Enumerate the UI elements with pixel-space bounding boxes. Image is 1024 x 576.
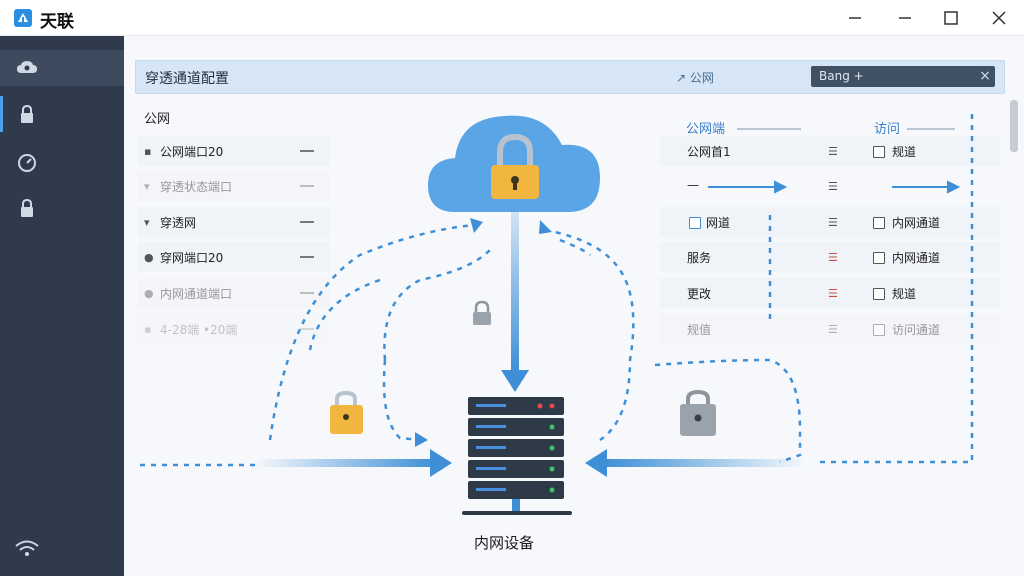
search-input-value: Bang +	[819, 69, 864, 83]
column-underline	[737, 128, 801, 130]
drag-handle-icon[interactable]: ☰	[828, 216, 838, 229]
row-col1: 网道	[706, 216, 731, 230]
table-row[interactable]: 网道 ☰ 内网通道	[660, 207, 1000, 237]
drag-handle-icon[interactable]: ☰	[828, 323, 838, 336]
sidebar-item-dashboard[interactable]	[0, 144, 124, 180]
list-item[interactable]: ▾ 穿透状态端口	[138, 171, 330, 201]
lock-icon	[21, 198, 33, 217]
row-label: 内网通道端口	[160, 287, 233, 301]
config-tag: ↗ 公网	[676, 71, 714, 85]
sidebar	[0, 36, 124, 576]
row-icon: ▾	[144, 216, 150, 229]
dashboard-icon	[18, 154, 36, 172]
wifi-icon[interactable]	[14, 538, 40, 558]
row-icon: ●	[144, 287, 154, 300]
clear-button[interactable]: ×	[979, 68, 991, 84]
row-icon: ●	[144, 251, 154, 264]
checkbox[interactable]	[873, 324, 885, 336]
dash-icon	[300, 221, 314, 223]
config-title: 穿透通道配置	[145, 71, 229, 87]
left-section-title: 公网	[144, 112, 171, 127]
lock-icon	[21, 104, 33, 123]
row-col1: 服务	[687, 251, 712, 265]
checkbox[interactable]	[873, 217, 885, 229]
row-label: 穿网端口20	[160, 251, 224, 265]
drag-handle-icon[interactable]: ☰	[828, 251, 838, 264]
row-col2: 规道	[892, 287, 917, 301]
row-label: 穿透状态端口	[160, 180, 233, 194]
table-row[interactable]: — ☰	[660, 171, 1000, 201]
column-header-access: 访问	[874, 122, 901, 137]
scrollbar-thumb[interactable]	[1010, 100, 1018, 152]
row-col1: —	[687, 178, 699, 192]
close-icon[interactable]	[989, 8, 1009, 28]
table-row[interactable]: 服务 ☰ 内网通道	[660, 242, 1000, 272]
checkbox[interactable]	[689, 217, 701, 229]
list-item[interactable]: ▪ 公网端口20	[138, 136, 330, 166]
config-header: 穿透通道配置 ↗ 公网 Bang + ×	[135, 60, 1005, 94]
maximize-icon[interactable]	[941, 8, 961, 28]
search-input[interactable]: Bang + ×	[811, 66, 995, 87]
row-col2: 内网通道	[892, 251, 941, 265]
row-label: 4-28端 •20端	[160, 323, 238, 337]
sidebar-item-lock[interactable]	[0, 96, 124, 132]
row-col2: 访问通道	[892, 323, 941, 337]
list-item[interactable]: ● 穿网端口20	[138, 242, 330, 272]
app-title: 天联	[40, 12, 74, 32]
list-item[interactable]: ▪ 4-28端 •20端	[138, 314, 330, 344]
row-label: 穿透网	[160, 216, 197, 230]
drag-handle-icon[interactable]: ☰	[828, 145, 838, 158]
table-row[interactable]: 规值 ☰ 访问通道	[660, 314, 1000, 344]
row-label: 公网端口20	[160, 145, 224, 159]
dash-icon	[300, 328, 314, 330]
dash-icon	[300, 292, 314, 294]
app-logo-icon	[14, 9, 32, 27]
checkbox[interactable]	[873, 252, 885, 264]
config-tag-label: 公网	[689, 71, 714, 85]
row-col1: 规值	[687, 323, 712, 337]
row-col2: 内网通道	[892, 216, 941, 230]
cloud-icon	[17, 61, 37, 73]
drag-handle-icon[interactable]: ☰	[828, 287, 838, 300]
active-indicator	[0, 96, 3, 132]
column-underline	[907, 128, 955, 130]
table-row[interactable]: 公网首1 ☰ 规道	[660, 136, 1000, 166]
minimize-icon[interactable]	[845, 8, 865, 28]
drag-handle-icon[interactable]: ☰	[828, 180, 838, 193]
row-icon: ▾	[144, 180, 150, 193]
dash-icon	[300, 150, 314, 152]
dash-icon	[300, 256, 314, 258]
checkbox[interactable]	[873, 146, 885, 158]
row-col1: 公网首1	[687, 145, 731, 159]
table-row[interactable]: 更改 ☰ 规道	[660, 278, 1000, 308]
row-icon: ▪	[144, 323, 152, 336]
device-label: 内网设备	[474, 534, 535, 552]
row-icon: ▪	[144, 145, 152, 158]
dash-icon	[300, 185, 314, 187]
sidebar-item-cloud[interactable]	[0, 50, 124, 86]
restore-icon[interactable]	[895, 8, 915, 28]
checkbox[interactable]	[873, 288, 885, 300]
title-bar: 天联	[0, 0, 1024, 36]
sidebar-item-lock-2[interactable]	[0, 190, 124, 226]
row-col1: 更改	[687, 287, 712, 301]
column-header-public: 公网端	[686, 122, 726, 137]
row-col2: 规道	[892, 145, 917, 159]
list-item[interactable]: ● 内网通道端口	[138, 278, 330, 308]
list-item[interactable]: ▾ 穿透网	[138, 207, 330, 237]
